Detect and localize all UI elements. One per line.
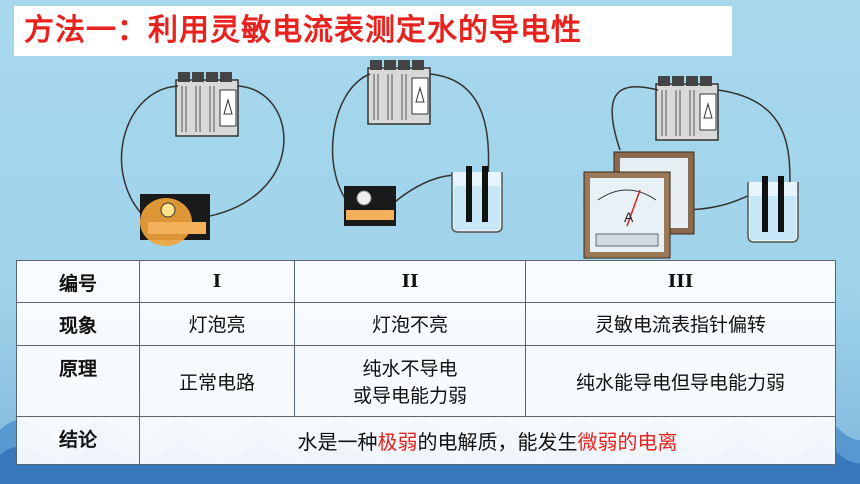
table-row: 编号 I II III (16, 260, 836, 303)
galvanometer-icon: A (583, 151, 695, 259)
cell-conclusion: 水是一种极弱的电解质，能发生微弱的电离 (139, 416, 836, 465)
row-label-phenomenon: 现象 (16, 301, 140, 347)
principle-2-line-1: 纯水不导电 (362, 358, 458, 381)
cell-principle-3: 纯水能导电但导电能力弱 (525, 345, 836, 418)
table-row: 原理 正常电路 纯水不导电 或导电能力弱 纯水能导电但导电能力弱 (16, 345, 836, 418)
setup-1 (120, 71, 285, 246)
cell-phenomenon-2: 灯泡不亮 (294, 301, 526, 347)
setup-2 (331, 59, 503, 233)
row-label-conclusion: 结论 (16, 416, 140, 465)
principle-2-line-2: 或导电能力弱 (352, 385, 467, 408)
header-col-2: II (294, 260, 526, 303)
conclusion-part-1: 水是一种 (297, 430, 378, 455)
conclusion-part-3: 的电解质，能发生 (417, 430, 578, 455)
table-row: 现象 灯泡亮 灯泡不亮 灵敏电流表指针偏转 (16, 301, 836, 347)
table-row: 结论 水是一种极弱的电解质，能发生微弱的电离 (16, 416, 836, 465)
cell-phenomenon-3: 灵敏电流表指针偏转 (525, 301, 836, 347)
experiment-diagrams: A (120, 59, 799, 259)
results-table: 编号 I II III 现象 灯泡亮 灯泡不亮 灵敏电流表指针偏转 原理 正常电… (16, 260, 836, 465)
battery-icon (175, 71, 239, 137)
row-label-principle: 原理 (16, 345, 140, 418)
battery-icon (655, 75, 719, 141)
page-title: 方法一：利用灵敏电流表测定水的导电性 (14, 6, 732, 56)
setup-3: A (583, 75, 799, 259)
header-number: 编号 (16, 260, 140, 303)
bulb-icon (160, 202, 176, 218)
cell-principle-1: 正常电路 (139, 345, 295, 418)
battery-icon (367, 59, 431, 125)
bulb-icon (356, 190, 372, 206)
svg-text:A: A (624, 209, 634, 225)
cell-phenomenon-1: 灯泡亮 (139, 301, 295, 347)
conclusion-highlight-2: 微弱的电离 (577, 430, 678, 455)
cell-principle-2: 纯水不导电 或导电能力弱 (294, 345, 526, 418)
conclusion-highlight-1: 极弱 (377, 430, 418, 455)
beaker-icon (747, 175, 799, 243)
header-col-1: I (139, 260, 295, 303)
header-col-3: III (525, 260, 836, 303)
beaker-icon (451, 165, 503, 233)
